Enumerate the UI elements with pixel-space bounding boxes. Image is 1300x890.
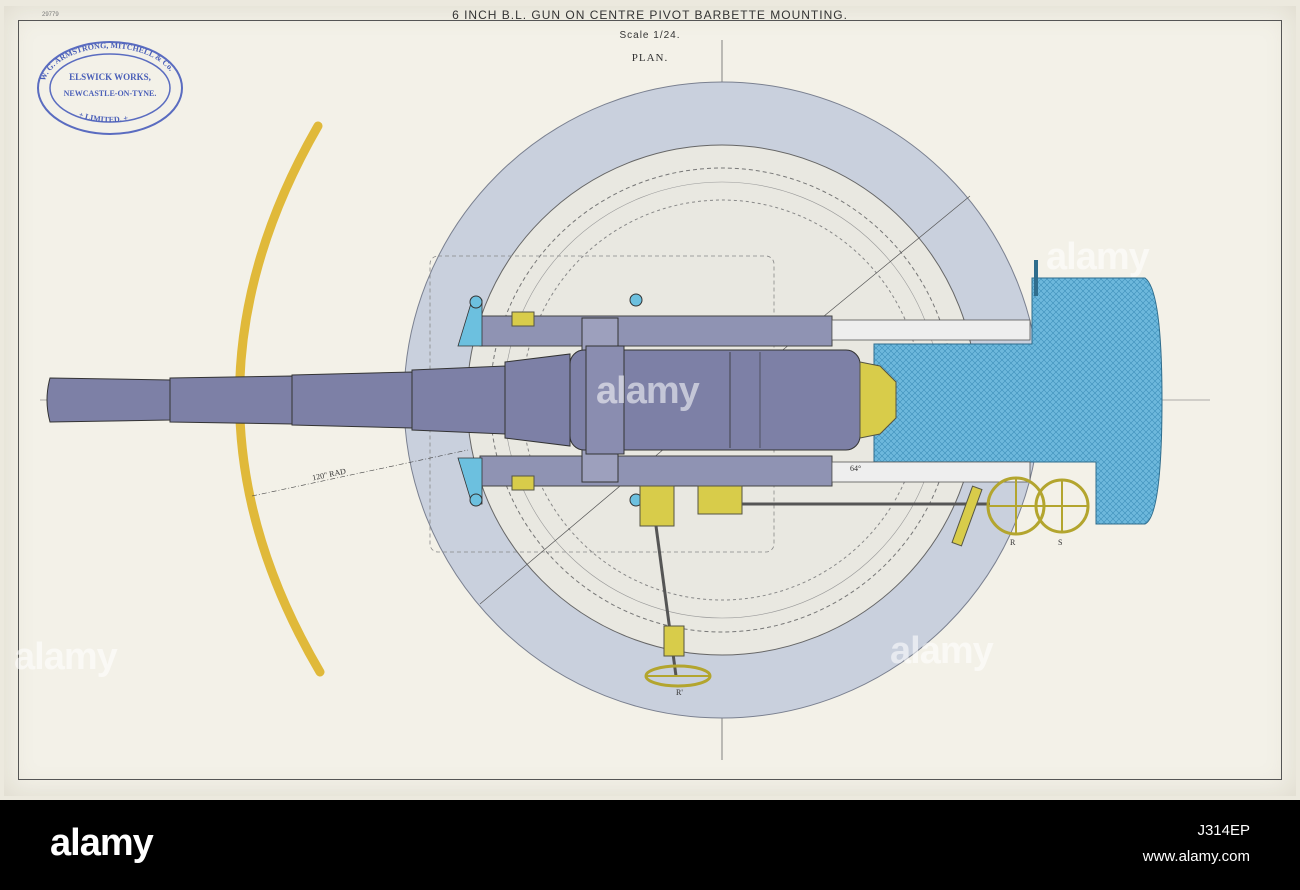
watermark: alamy: [890, 630, 994, 672]
drawing-sheet: 29779 6 INCH B.L. GUN ON CENTRE PIVOT BA…: [14, 8, 1282, 780]
carriage-side-lower: [479, 455, 833, 487]
wheel-label-s: S: [1058, 538, 1063, 547]
brass-fitting-2: [511, 475, 535, 491]
watermark: alamy: [14, 636, 118, 678]
footer-bar: alamy J314EP www.alamy.com: [0, 800, 1300, 890]
front-clip-lower: [457, 457, 483, 505]
radius-dimension-line: [251, 449, 469, 497]
drawing-title: 6 INCH B.L. GUN ON CENTRE PIVOT BARBETTE…: [452, 8, 848, 22]
drawing-border: [18, 20, 1282, 780]
clip-bolt-3: [629, 293, 643, 307]
elevating-gear-box: [639, 485, 675, 527]
brass-fitting-1: [511, 311, 535, 327]
drawing-view-label: PLAN.: [631, 52, 669, 64]
trunnion-band: [585, 345, 625, 455]
stamp-line-works: ELSWICK WORKS,: [69, 72, 151, 82]
clip-bolt-2: [469, 493, 483, 507]
angle-annotation: 64°: [850, 464, 862, 473]
shield-plate: [873, 277, 1163, 525]
maker-stamp-seal: W. G. ARMSTRONG, MITCHELL & Co. + LIMITE…: [37, 41, 183, 135]
gun-barrel-band-2: [291, 371, 413, 429]
site-url: www.alamy.com: [1142, 848, 1250, 865]
slide-rail-lower: [831, 461, 1031, 483]
image-id: J314EP: [1197, 822, 1250, 839]
gun-barrel-band-1: [169, 375, 293, 425]
gun-jacket: [504, 353, 571, 447]
watermark: alamy: [1046, 236, 1150, 278]
gun-barrel-band-3: [411, 365, 506, 435]
carriage-side-upper: [479, 315, 833, 347]
catalogue-number: 29779: [42, 12, 59, 18]
drawing-scale: Scale 1/24.: [619, 30, 681, 41]
wheel-label-r: R: [1010, 538, 1016, 547]
wheel-label-r-prime: R': [676, 688, 683, 697]
watermark: alamy: [596, 370, 700, 412]
stamp-line-city: NEWCASTLE-ON-TYNE.: [63, 89, 157, 98]
wheel-bracket: [663, 625, 685, 657]
breech-mechanism: [859, 361, 897, 439]
shaft-coupling: [951, 485, 983, 547]
gun-barrel-chase: [46, 377, 171, 423]
gun-plan-drawing: [40, 40, 1210, 760]
clip-bolt-1: [469, 295, 483, 309]
alamy-logo: alamy: [50, 822, 154, 864]
traversing-gear-box: [697, 485, 743, 515]
slide-rail-upper: [831, 319, 1031, 341]
